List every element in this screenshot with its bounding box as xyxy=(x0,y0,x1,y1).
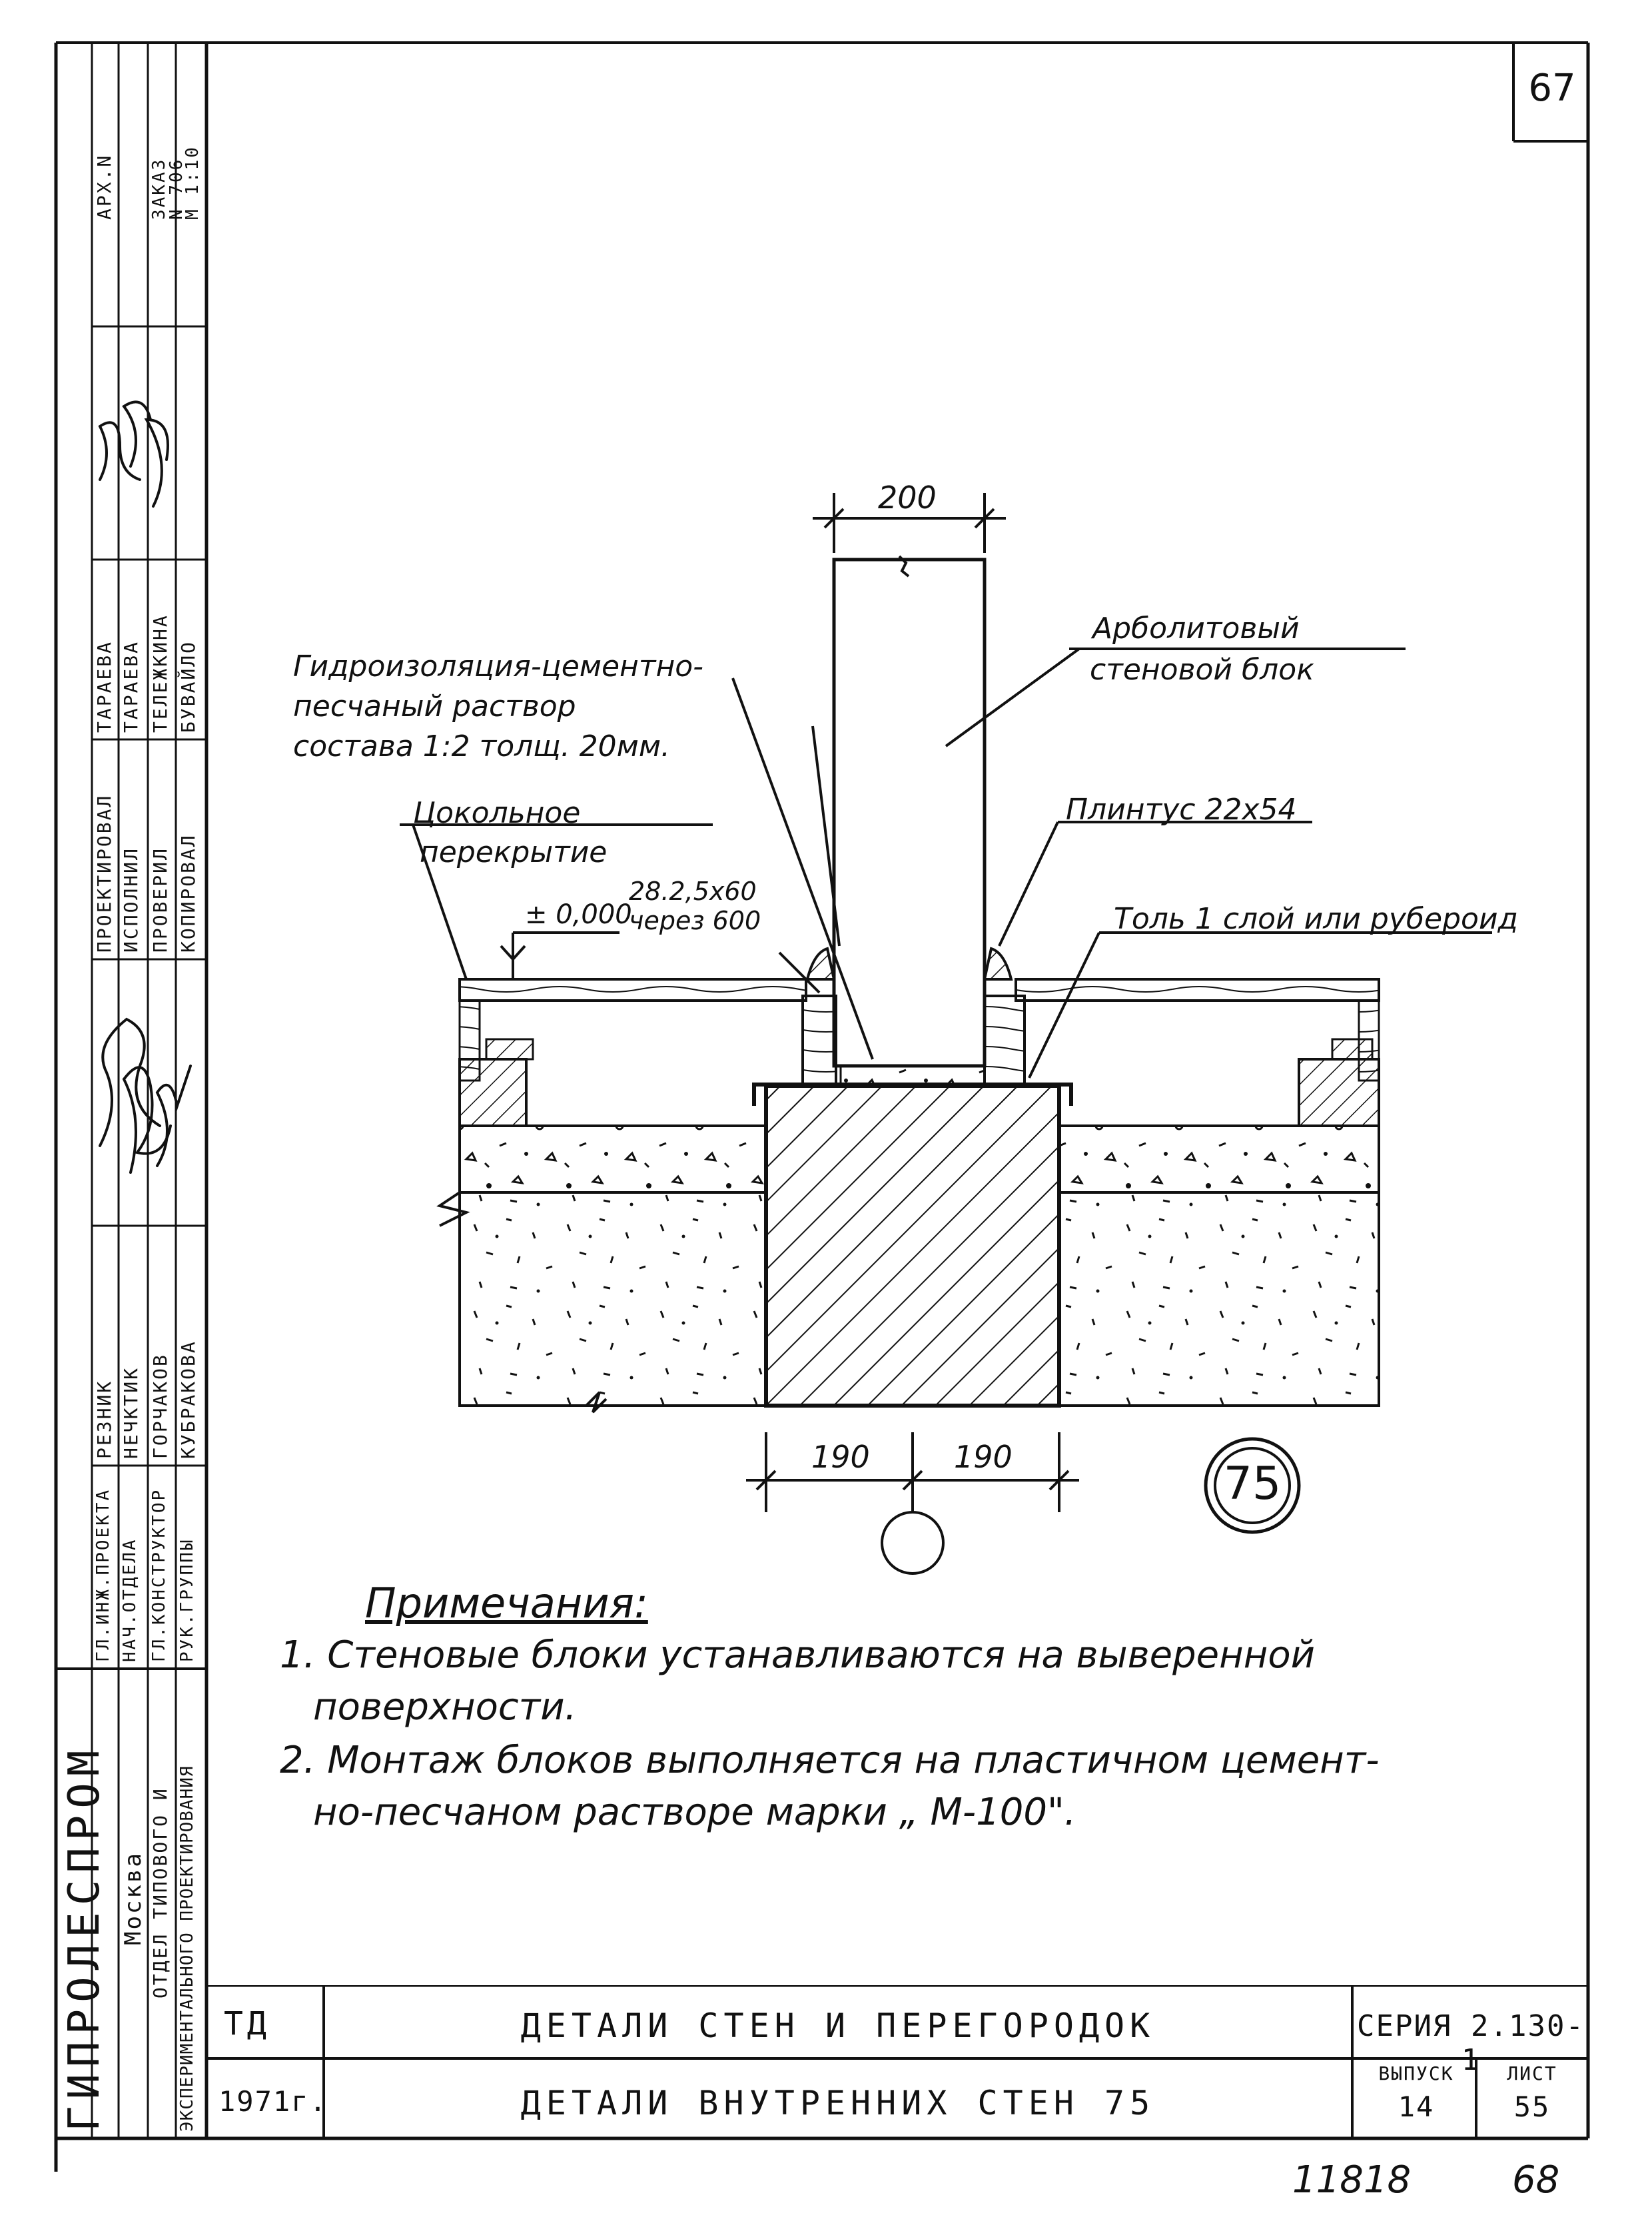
stamp-role-3: ГЛ.КОНСТРУКТОР xyxy=(149,1488,169,1662)
stamp-role-4: РУК.ГРУППЫ xyxy=(177,1538,197,1662)
stamp-city: Москва xyxy=(120,1851,147,1945)
stamp-name-1: РЕЗНИК xyxy=(93,1379,115,1459)
note-2-line-2: но-песчаном растворе марки „ М-100". xyxy=(313,1791,1076,1834)
label-hydro-1: Гидроизоляция-цементно- xyxy=(293,650,704,683)
wall-block xyxy=(832,558,987,1068)
title-main: ДЕТАЛИ СТЕН И ПЕРЕГОРОДОК xyxy=(520,2006,1156,2045)
note-1-line-1: 1. Стеновые блоки устанавливаются на выв… xyxy=(280,1633,1315,1677)
floor-beam-left-side xyxy=(801,995,837,1087)
label-nails-2: через 600 xyxy=(629,906,761,935)
label-hydro-2: песчаный раствор xyxy=(293,689,576,723)
stamp-dept-line2: ЭКСПЕРИМЕНТАЛЬНОГО ПРОЕКТИРОВАНИЯ xyxy=(177,1765,197,2132)
skirting-left xyxy=(805,947,836,981)
side-stamp-grid xyxy=(56,43,206,2138)
sheet-label: ЛИСТ xyxy=(1507,2062,1557,2084)
stamp-role-2: НАЧ.ОТДЕЛА xyxy=(120,1538,140,1662)
stamp-arch: АРХ.N xyxy=(93,153,115,220)
break-line-bottom xyxy=(460,1391,1379,1414)
stamp-name2-1: ТАРАЕВА xyxy=(93,640,115,733)
title-series: СЕРИЯ 2.130-1 xyxy=(1357,2009,1585,2077)
stamp-role2-1: ПРОЕКТИРОВАЛ xyxy=(93,793,115,953)
label-plinth-floor-2: перекрытие xyxy=(420,835,608,869)
sheet-frame xyxy=(54,41,1590,2172)
detail-circle-inner xyxy=(1214,1447,1291,1524)
stamp-role2-3: ПРОВЕРИЛ xyxy=(149,847,171,953)
label-skirting: Плинтус 22х54 xyxy=(1066,793,1297,827)
stamp-role2-4: КОПИРОВАЛ xyxy=(177,833,199,953)
sleeper-left-b xyxy=(485,1038,534,1061)
stamp-name2-4: БУВАЙЛО xyxy=(177,640,199,733)
note-1-line-2: поверхности. xyxy=(313,1685,577,1729)
title-block-grid xyxy=(206,1985,1588,2138)
title-sub: ДЕТАЛИ ВНУТРЕННИХ СТЕН 75 xyxy=(520,2084,1156,2122)
issue-value: 14 xyxy=(1398,2090,1435,2123)
title-year: 1971г. xyxy=(218,2085,328,2118)
title-code: ТД xyxy=(224,2005,270,2042)
notes-heading: Примечания: xyxy=(365,1579,648,1627)
wall-break-mark xyxy=(898,555,910,578)
issue-label: ВЫПУСК xyxy=(1378,2062,1454,2084)
skirting-right xyxy=(983,947,1013,981)
soil-right xyxy=(1058,1191,1380,1407)
label-nails-1: 28.2,5х60 xyxy=(629,877,757,906)
label-roofing: Толь 1 слой или рубероид xyxy=(1114,902,1518,936)
stamp-name-4: КУБРАКОВА xyxy=(177,1340,199,1459)
soil-left xyxy=(458,1191,767,1407)
break-line-left xyxy=(436,1191,470,1227)
stamp-name-2: НЕЧКТИК xyxy=(120,1366,142,1459)
floor-beam-right-side xyxy=(983,995,1026,1087)
dim-190-left-label: 190 xyxy=(811,1439,870,1475)
stamp-role2-2: ИСПОЛНИЛ xyxy=(120,847,142,953)
footer-right-number: 68 xyxy=(1512,2158,1560,2202)
level-mark xyxy=(500,931,620,979)
detail-circle-outer xyxy=(1204,1437,1301,1534)
sleeper-left xyxy=(458,1058,528,1127)
dim-200-label: 200 xyxy=(878,480,937,516)
stamp-scale: М 1:10 xyxy=(183,145,203,220)
stamp-dept-line1: ОТДЕЛ ТИПОВОГО И xyxy=(149,1787,171,1998)
label-wall-block-2: стеновой блок xyxy=(1090,653,1314,687)
label-hydro-3: состава 1:2 толщ. 20мм. xyxy=(293,729,671,763)
foundation-block xyxy=(764,1084,1061,1408)
axis-marker xyxy=(881,1511,945,1575)
stamp-org-name: ГИПРОЛЕСПРОМ xyxy=(60,1743,109,2132)
concrete-layer-right xyxy=(1058,1124,1380,1194)
stamp-role-1: ГЛ.ИНЖ.ПРОЕКТА xyxy=(93,1488,113,1662)
concrete-layer-left xyxy=(458,1124,767,1194)
label-wall-block-1: Арболитовый xyxy=(1092,612,1300,646)
sheet-number-top: 67 xyxy=(1528,67,1576,110)
floor-deck-left xyxy=(458,978,807,1002)
signatures xyxy=(98,400,192,1174)
sheet-number-box xyxy=(1512,43,1588,143)
stamp-name2-3: ТЕЛЕЖКИНА xyxy=(149,614,171,733)
mortar-bed xyxy=(839,1065,986,1086)
label-plinth-floor-1: Цокольное xyxy=(413,796,581,830)
stamp-name-3: ГОРЧАКОВ xyxy=(149,1353,171,1459)
sleeper-right xyxy=(1298,1058,1380,1127)
note-2-line-1: 2. Монтаж блоков выполняется на пластичн… xyxy=(280,1739,1380,1782)
sheet-value: 55 xyxy=(1513,2090,1551,2123)
leader-lines xyxy=(400,648,1492,1079)
label-level: ± 0,000 xyxy=(525,899,632,930)
dimension-200 xyxy=(813,493,1006,553)
detail-number: 75 xyxy=(1223,1458,1282,1510)
stamp-name2-2: ТАРАЕВА xyxy=(120,640,142,733)
sleeper-right-b xyxy=(1331,1038,1374,1061)
footer-left-number: 11818 xyxy=(1292,2158,1412,2202)
dim-190-right-label: 190 xyxy=(954,1439,1013,1475)
